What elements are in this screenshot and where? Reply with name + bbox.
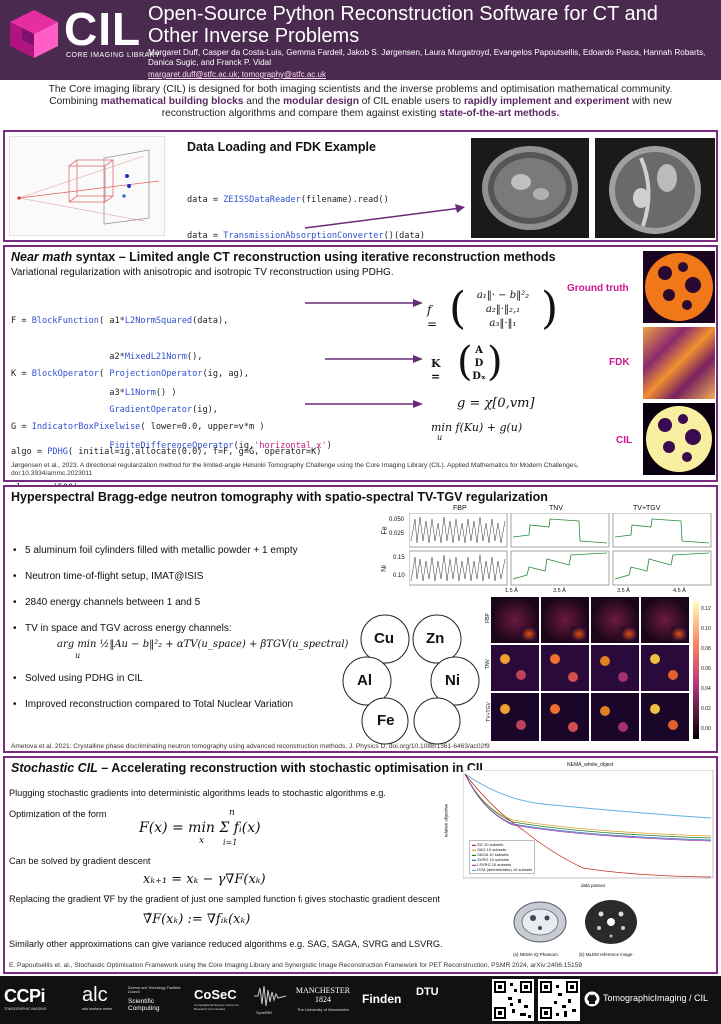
stochastic-text: Optimization of the form (9, 809, 107, 819)
stochastic-reference: E. Papoutsellis et. al., Stochastic Opti… (9, 962, 583, 969)
panel-stochastic: Stochastic CIL – Accelerating reconstruc… (3, 756, 718, 974)
colorbar-ticks: 0.12 0.10 0.08 0.06 0.04 0.02 0.00 (701, 606, 711, 732)
header: CIL CORE IMAGING LIBRARY Open-Source Pyt… (0, 0, 721, 80)
hyper-reference: Ametova et al. 2021: Crystalline phase d… (11, 743, 490, 750)
row-label-ni: Ni (380, 565, 388, 572)
math-g: g = χ[0,vm] (457, 396, 535, 411)
spectra-lines (409, 513, 712, 586)
grid-row-label: FBP (484, 613, 491, 623)
logo-text: CIL (64, 3, 142, 55)
footer-logo-ccpi: CCPi TOMOGRAPHIC IMAGING (4, 986, 47, 1011)
tick-label: 0.025 (389, 531, 405, 537)
tick-label: 0.15 (393, 555, 405, 561)
label-cil: CIL (616, 435, 633, 446)
mlem-reference-image (581, 894, 641, 950)
intro-text: The Core imaging library (CIL) is design… (48, 84, 673, 119)
fdk-title: Data Loading and FDK Example (187, 140, 376, 154)
footer-logo-stfc: Science and Technology Facilities Counci… (128, 986, 181, 1012)
code-indicator: G = IndicatorBoxPixelwise( lower=0.0, up… (11, 422, 265, 432)
tick-label: 0.050 (389, 517, 405, 523)
ground-truth-image (643, 251, 715, 323)
qr-code-icon[interactable] (538, 979, 580, 1021)
fdk-arrow (304, 204, 465, 229)
panel-near-math: Near math syntax – Limited angle CT reco… (3, 245, 718, 493)
panel-fdk: Data Loading and FDK Example data = ZEIS… (3, 130, 718, 349)
eq-gradient-descent: xₖ₊₁ = xₖ − γ∇F(xₖ) (143, 872, 266, 887)
plot-title: NEMA_whole_object (567, 762, 614, 768)
math-min: min f(Ku) + g(u) u (431, 421, 523, 442)
circle-label-fe: Fe (377, 712, 395, 729)
stochastic-text: Can be solved by gradient descent (9, 856, 151, 866)
plot-legend: ▬ SG 10 subsets ▬ SAG 10 subsets ▬ SAGA … (469, 840, 536, 874)
footer-logo-dtu: DTU (416, 986, 439, 998)
element-circles (342, 614, 480, 745)
hyper-bullet: Solved using PDHG in CIL (13, 673, 143, 684)
footer-logo-manchester: MANCHESTER 1824 The University of Manche… (295, 986, 351, 1012)
math-arrows (305, 299, 423, 408)
eq-stochastic-gradient: ∇̃F(xₖ) := ∇fᵢₖ(xₖ) (143, 912, 251, 927)
footer-logo-cosec: CoSeC Computational Science Centre for R… (194, 987, 240, 1011)
phantom-caption-b: (b) MLEM reference image (579, 952, 633, 957)
col-label-tnv: TNV (549, 505, 563, 512)
panel-hyperspectral: Hyperspectral Bragg-edge neutron tomogra… (3, 485, 718, 753)
footer: CCPi TOMOGRAPHIC IMAGING alc ada lovelac… (0, 976, 721, 1024)
circle-label-ni: Ni (445, 672, 460, 689)
tick-label: 4.5 Å (673, 588, 686, 594)
hyper-bullet: Improved reconstruction compared to Tota… (13, 699, 293, 710)
colorbar (693, 601, 699, 739)
poster-title: Open-Source Python Reconstruction Softwa… (148, 3, 658, 47)
stochastic-text: Similarly other approximations can give … (9, 939, 443, 949)
hyper-bullet: Neutron time-of-flight setup, IMAT@ISIS (13, 571, 203, 582)
label-ground-truth: Ground truth (567, 283, 629, 294)
row-label-fe: Fe (381, 526, 389, 535)
near-math-title: Near math syntax – Limited angle CT reco… (11, 250, 556, 264)
geometry-diagram (9, 136, 165, 236)
authors: Margaret Duff, Casper da Costa-Luis, Gem… (148, 48, 706, 67)
recon-slices (471, 138, 715, 238)
tick-label: 3.5 Å (617, 588, 630, 594)
col-label-tvtgv: TV+TGV (633, 505, 661, 512)
heatmap-cells (491, 597, 689, 741)
near-math-subtitle: Variational regularization with anisotro… (11, 267, 394, 278)
near-math-reference: Jørgensen et al., 2023. A directional re… (11, 462, 579, 477)
cil-cube-logo-icon (10, 10, 58, 58)
synerbi-waveform-icon (254, 985, 286, 1007)
eq-objective: F(x) = min Σ fᵢ(x) x n i=1 (139, 808, 261, 847)
circle-label-cu: Cu (374, 630, 394, 647)
hyper-bullet: 2840 energy channels between 1 and 5 (13, 597, 200, 608)
logo-subtitle: CORE IMAGING LIBRARY (66, 52, 161, 59)
cil-result-image (643, 403, 715, 475)
code-block-function: F = BlockFunction( a1*L2NormSquared(data… (11, 316, 229, 398)
tick-label: 0.10 (393, 573, 405, 579)
hyper-bullet: 5 aluminum foil cylinders filled with me… (13, 545, 298, 556)
qr-code-icon[interactable] (492, 979, 534, 1021)
hyper-bullet: TV in space and TGV across energy channe… (13, 623, 232, 634)
plot-x-label: data passes (581, 883, 606, 888)
convergence-plot: NEMA_whole_object relative objective ▬ S… (443, 762, 717, 892)
footer-logo-alc: alc ada lovelace centre (82, 984, 113, 1011)
plot-y-label: relative objective (443, 803, 449, 838)
contact-emails[interactable]: margaret.duff@stfc.ac.uk; tomography@stf… (148, 70, 326, 79)
circle-label-zn: Zn (426, 630, 445, 647)
nema-phantom (509, 894, 571, 950)
label-fdk: FDK (609, 357, 630, 368)
spectra-plots: FBP TNV TV+TGV Fe Ni 0.050 0.025 0.15 0.… (381, 505, 715, 595)
fdk-image (643, 327, 715, 399)
tick-label: 1.5 Å (505, 588, 518, 594)
code-block-operator: K = BlockOperator( ProjectionOperator(ig… (11, 369, 332, 451)
phantom-caption-a: (a) NEMA IQ Phantom (513, 952, 558, 957)
footer-logo-synerbi: SyneRBI (256, 1010, 272, 1015)
github-link[interactable]: TomographicImaging / CIL (603, 993, 709, 1003)
hyper-title: Hyperspectral Bragg-edge neutron tomogra… (11, 490, 548, 504)
footer-logo-finden: Finden (362, 992, 402, 1006)
stochastic-text: Replacing the gradient ∇F by the gradien… (9, 894, 440, 904)
reconstruction-grid: FBP TNV TV+TGV (483, 597, 717, 743)
circle-label-al: Al (357, 672, 372, 689)
github-icon[interactable] (584, 991, 600, 1007)
tick-label: 3.5 Å (553, 588, 566, 594)
col-label-fbp: FBP (453, 505, 467, 512)
hyper-equation: arg min ½‖Au − b‖²₂ + αTV(u_space) + βTG… (57, 639, 349, 660)
stochastic-title: Stochastic CIL – Accelerating reconstruc… (11, 761, 488, 775)
stochastic-text: Plugging stochastic gradients into deter… (9, 788, 386, 798)
